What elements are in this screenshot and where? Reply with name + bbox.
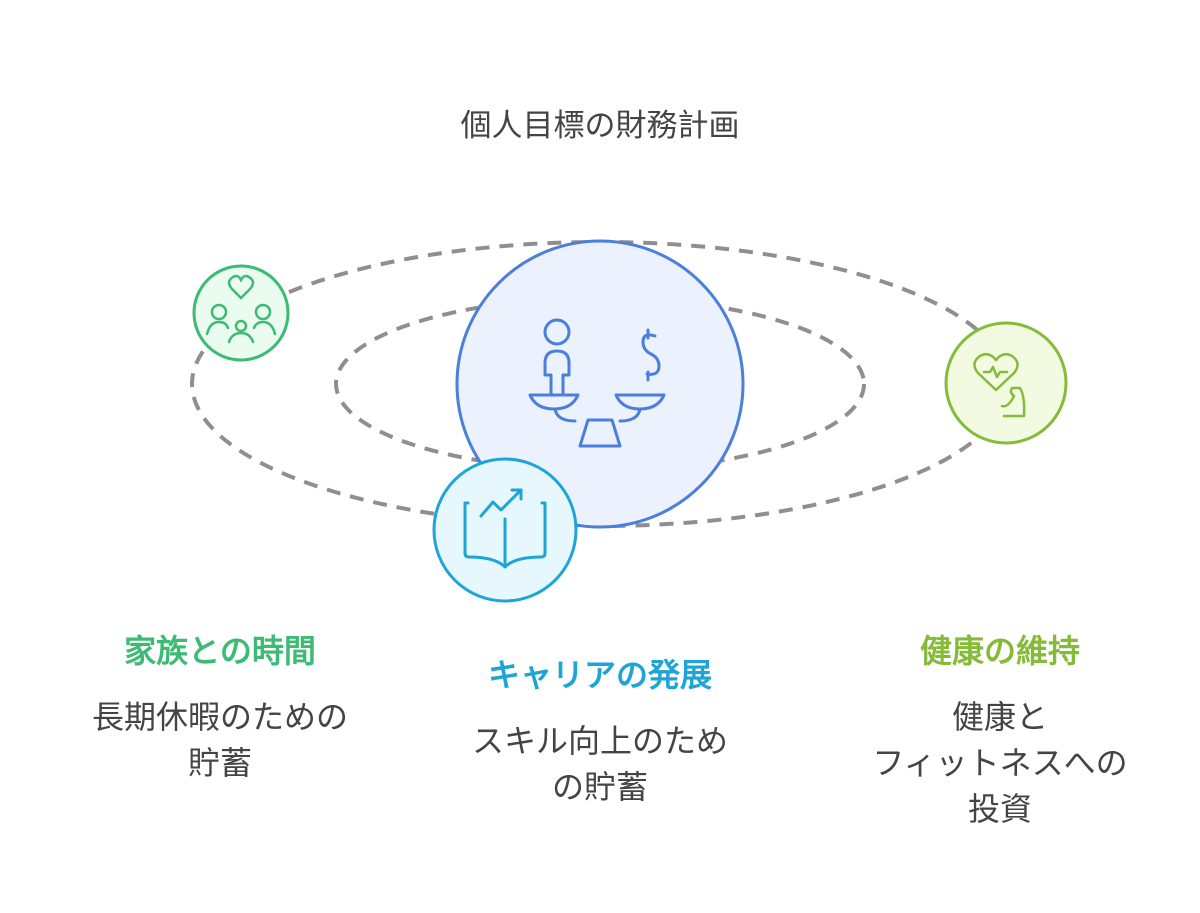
balance-scale-person-dollar-icon: [528, 318, 666, 448]
health-line: 健康と: [951, 698, 1048, 736]
health-line: 投資: [967, 790, 1032, 828]
family-heading: 家族との時間: [124, 632, 316, 670]
career-description: スキル向上のため の貯蓄: [420, 718, 780, 810]
diagram-title: 個人目標の財務計画: [460, 108, 740, 144]
family-line: 長期休暇のための: [91, 698, 348, 736]
book-growth-icon: [463, 488, 547, 569]
family-line: 貯蓄: [187, 744, 252, 782]
career-heading: キャリアの発展: [487, 656, 712, 694]
heart-muscle-icon: [973, 352, 1026, 418]
health-description: 健康と フィットネスへの 投資: [800, 694, 1200, 832]
health-heading: 健康の維持: [919, 632, 1080, 670]
health-circle: [944, 321, 1068, 445]
family-description: 長期休暇のための 貯蓄: [40, 694, 400, 786]
career-line: スキル向上のため: [471, 722, 728, 760]
health-line: フィットネスへの: [872, 744, 1128, 782]
center-circle: [455, 239, 745, 529]
family-heart-icon: [205, 274, 277, 344]
career-line: の貯蓄: [551, 768, 648, 806]
career-circle: [432, 457, 578, 603]
family-circle: [192, 264, 290, 362]
